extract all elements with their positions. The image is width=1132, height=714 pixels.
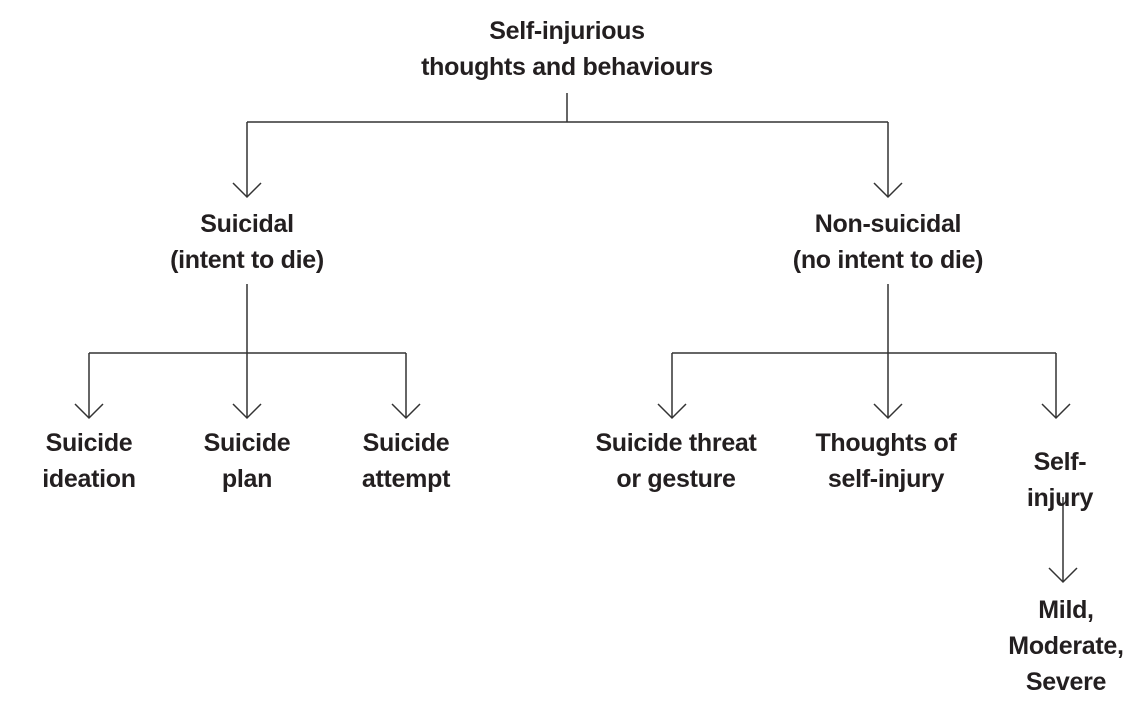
node-non-suicidal: Non-suicidal (no intent to die) xyxy=(792,210,984,274)
node-suicide-threat: Suicide threat or gesture xyxy=(595,429,757,493)
arrow-to-thoughts-of-self-injury xyxy=(873,284,903,420)
arrow-to-suicide-attempt xyxy=(391,353,421,420)
arrow-to-suicide-plan xyxy=(232,284,262,420)
arrow-to-non-suicidal xyxy=(873,122,903,199)
arrow-to-suicide-threat xyxy=(657,353,687,420)
node-root: Self-injurious thoughts and behaviours xyxy=(421,17,713,81)
arrow-to-self-injury xyxy=(1041,353,1071,420)
node-suicide-attempt: Suicide attempt xyxy=(361,429,451,493)
node-suicide-plan: Suicide plan xyxy=(203,429,291,493)
node-suicidal: Suicidal (intent to die) xyxy=(170,210,324,274)
node-thoughts-of-self-injury: Thoughts of self-injury xyxy=(815,429,957,493)
arrow-to-severity xyxy=(1048,497,1078,584)
node-severity: Mild, Moderate, Severe xyxy=(1008,596,1124,696)
node-suicide-ideation: Suicide ideation xyxy=(42,429,136,493)
arrow-to-suicidal xyxy=(232,122,262,199)
arrow-to-suicide-ideation xyxy=(74,353,104,420)
node-self-injury: Self-injury xyxy=(1026,448,1094,512)
